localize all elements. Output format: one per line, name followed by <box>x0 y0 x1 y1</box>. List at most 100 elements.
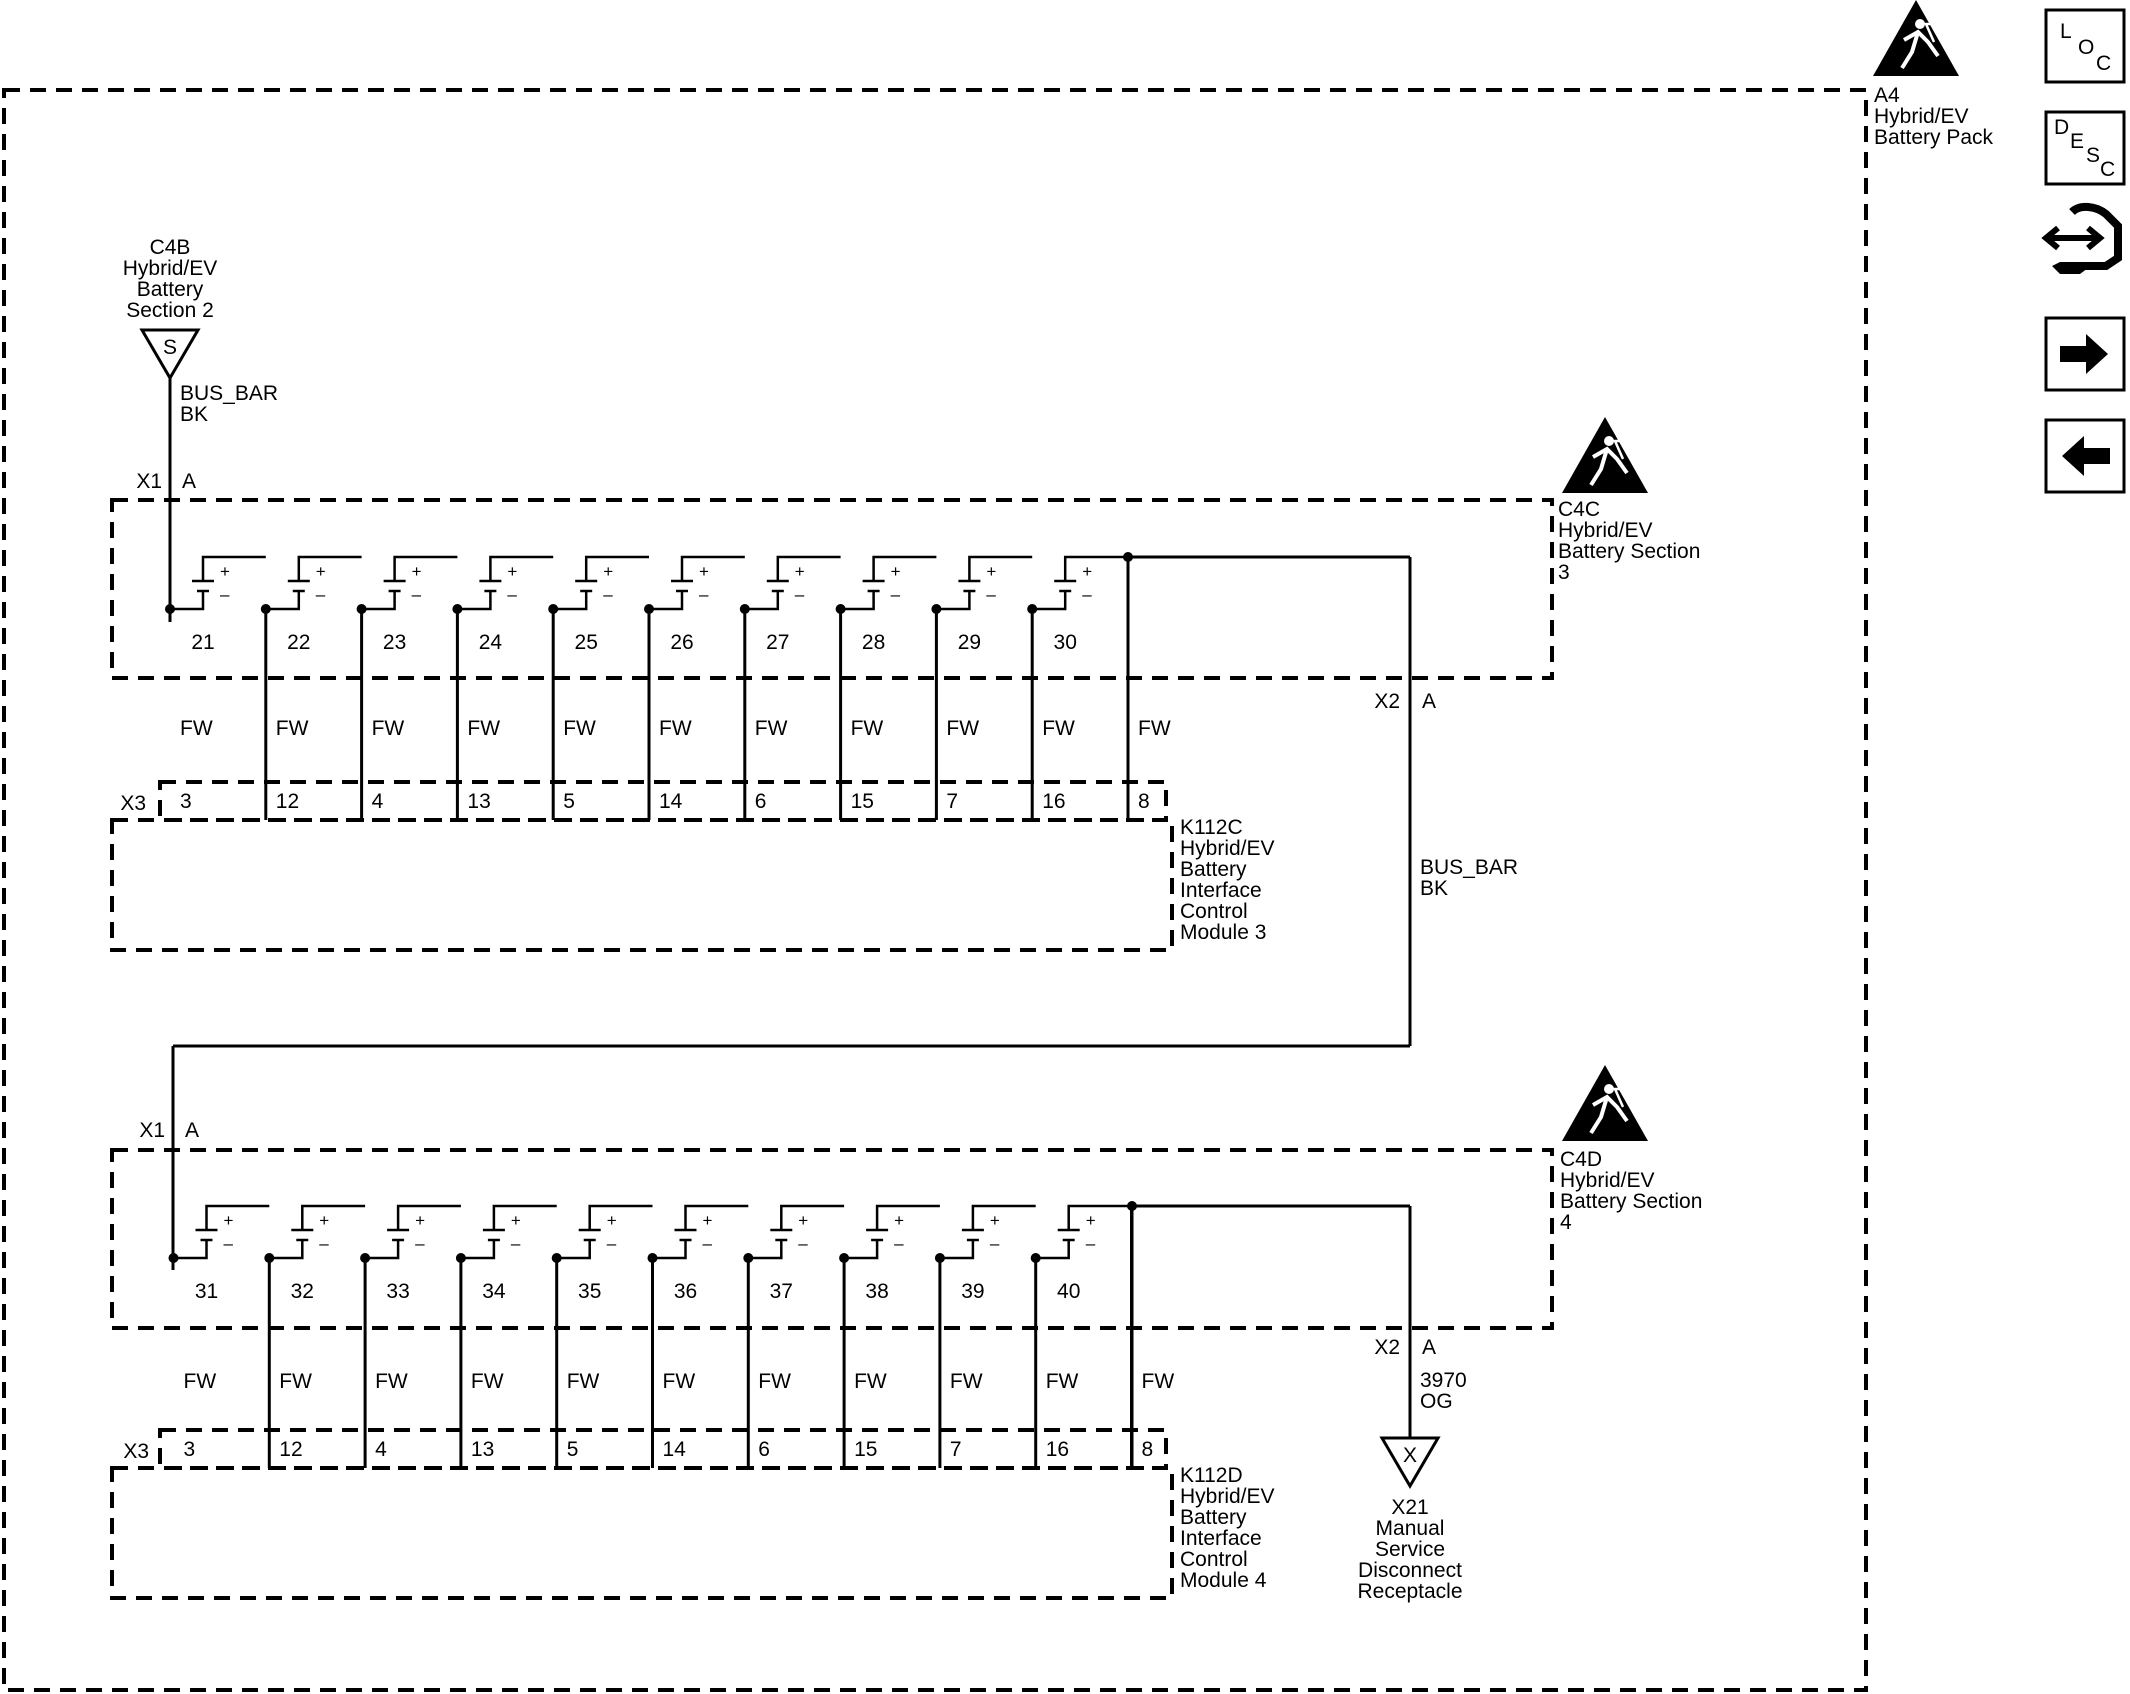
section4-module-pin: 5 <box>567 1438 579 1461</box>
svg-text:C: C <box>2100 158 2115 181</box>
battery-section-3-boundary <box>110 498 1554 680</box>
pack-name-2: Battery Pack <box>1874 126 1994 149</box>
svg-text:+: + <box>990 1211 1000 1230</box>
k112c-connector-x3 <box>158 780 1168 822</box>
svg-text:–: – <box>224 1234 234 1253</box>
section3-cell-number: 23 <box>383 631 406 654</box>
section4-cell: +–34 <box>455 1204 557 1303</box>
c4d-ref: C4D <box>1560 1148 1602 1171</box>
section3-module-pin: 8 <box>1138 790 1150 813</box>
section4-cell: +–37 <box>743 1204 845 1303</box>
section4-cell-number: 38 <box>865 1280 888 1303</box>
section4-cell: +–31 <box>168 1204 270 1303</box>
c4b-name-1: Hybrid/EV <box>123 257 218 280</box>
x21-name-3: Disconnect <box>1358 1559 1462 1582</box>
k112d-ref: K112D <box>1180 1464 1243 1487</box>
svg-text:+: + <box>891 562 901 581</box>
c4b-name-2: Battery <box>137 278 204 301</box>
svg-text:L: L <box>2060 20 2072 43</box>
section3-fw-label: FW <box>851 717 884 740</box>
svg-text:–: – <box>319 1234 329 1253</box>
k112c-name-4: Control <box>1180 900 1248 923</box>
section4-module-pin: 6 <box>758 1438 770 1461</box>
arrow-left-icon[interactable] <box>2044 418 2126 494</box>
k112d-x3-label: X3 <box>123 1440 149 1463</box>
section4-cell: + – 38 <box>839 1204 940 1303</box>
mid-busbar-color: BK <box>1420 877 1448 900</box>
section4-fw-label: FW <box>854 1370 887 1393</box>
svg-text:+: + <box>894 1211 904 1230</box>
k112c-x3-label: X3 <box>120 792 146 815</box>
section3-fw-label: FW <box>563 717 596 740</box>
c4c-name-3: 3 <box>1558 561 1570 584</box>
section3-cell: +–23 <box>356 555 458 654</box>
description-button[interactable]: D E S C <box>2044 110 2126 186</box>
location-button[interactable]: L O C <box>2044 8 2126 84</box>
pack-warning-icon <box>1871 0 1961 78</box>
section3-cell: +–30 <box>1027 555 1128 654</box>
section4-cell: +–40 <box>1030 1204 1132 1303</box>
section3-cell: +–29 <box>931 555 1033 654</box>
section3-warning-icon <box>1560 415 1650 495</box>
k112c-module-boundary <box>110 818 1174 952</box>
svg-text:–: – <box>412 585 422 604</box>
section3-cell: +–28 <box>835 555 937 654</box>
k112d-name-1: Hybrid/EV <box>1180 1485 1275 1508</box>
connector-icon[interactable] <box>2041 203 2122 274</box>
section3-fw-label: FW <box>276 717 309 740</box>
svg-text:O: O <box>2078 36 2094 59</box>
section4-fw-label: FW <box>567 1370 600 1393</box>
section4-fw-label: FW <box>758 1370 791 1393</box>
section4-cell-number: 31 <box>195 1280 218 1303</box>
section4-cell-number: 40 <box>1057 1280 1080 1303</box>
section3-cell-number: 25 <box>575 631 598 654</box>
svg-text:+: + <box>1086 1211 1096 1230</box>
c4b-ref: C4B <box>150 236 191 259</box>
section3-fw-label: FW <box>372 717 405 740</box>
section4-cell-number: 37 <box>770 1280 793 1303</box>
output-wire-circuit: 3970 <box>1420 1369 1467 1392</box>
svg-text:+: + <box>415 1211 425 1230</box>
top-busbar-circuit: BUS_BAR <box>180 382 278 405</box>
k112d-connector-x3 <box>158 1428 1168 1470</box>
section4-fw-label: FW <box>1046 1370 1079 1393</box>
section4-cell: +–32 <box>264 1204 366 1303</box>
section3-fw-label: FW <box>1042 717 1075 740</box>
section3-module-pin: 12 <box>276 790 299 813</box>
mid-busbar-circuit: BUS_BAR <box>1420 856 1518 879</box>
section4-module-pin: 14 <box>663 1438 687 1461</box>
c4b-terminal-symbol <box>139 328 201 381</box>
k112d-name-4: Control <box>1180 1548 1248 1571</box>
k112c-name-5: Module 3 <box>1180 921 1266 944</box>
section4-cell-number: 36 <box>674 1280 697 1303</box>
svg-text:+: + <box>986 562 996 581</box>
section4-fw-label: FW <box>1142 1370 1175 1393</box>
svg-text:–: – <box>894 1234 904 1253</box>
section4-module-pin: 12 <box>279 1438 302 1461</box>
pack-ref: A4 <box>1874 84 1900 107</box>
svg-text:–: – <box>891 585 901 604</box>
section4-cell: +–35 <box>551 1204 653 1303</box>
arrow-right-icon[interactable] <box>2044 316 2126 392</box>
section3-fw-label: FW <box>659 717 692 740</box>
k112c-name-3: Interface <box>1180 879 1262 902</box>
section4-cell-number: 34 <box>482 1280 506 1303</box>
section4-cell-number: 39 <box>961 1280 984 1303</box>
k112c-name-1: Hybrid/EV <box>1180 837 1275 860</box>
section4-module-pin: 13 <box>471 1438 494 1461</box>
section3-module-pin: 7 <box>946 790 958 813</box>
section4-fw-label: FW <box>663 1370 696 1393</box>
section3-module-pin: 4 <box>372 790 384 813</box>
section4-cell: +–39 <box>934 1204 1036 1303</box>
c4c-ref: C4C <box>1558 498 1600 521</box>
section3-fw-label: FW <box>180 717 213 740</box>
section3-module-pin: 16 <box>1042 790 1065 813</box>
section3-module-pin: 5 <box>563 790 575 813</box>
section3-cell: +–21 <box>165 555 266 654</box>
section3-x2-pin: A <box>1422 690 1436 713</box>
battery-section-4-boundary <box>110 1148 1554 1330</box>
section4-x2-label: X2 <box>1374 1336 1400 1359</box>
section4-cell-number: 35 <box>578 1280 601 1303</box>
svg-text:+: + <box>220 562 230 581</box>
